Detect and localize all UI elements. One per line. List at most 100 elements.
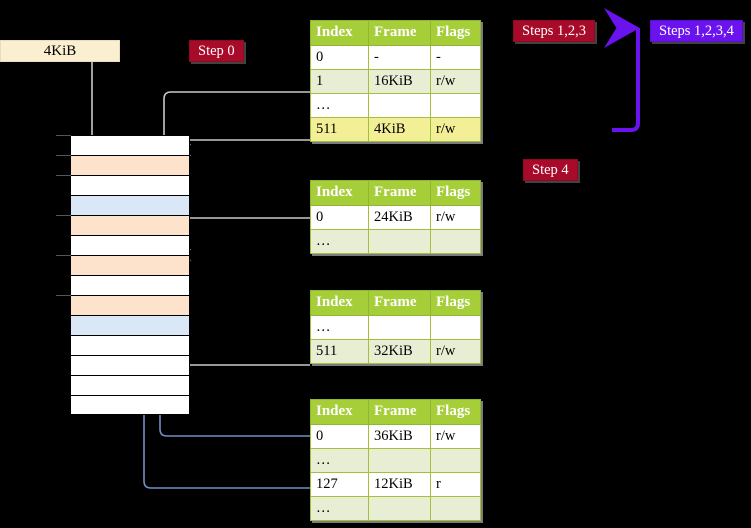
- cell-flags: r/w: [430, 204, 481, 230]
- table-row: 0--: [310, 44, 481, 70]
- cell-flags: [430, 93, 481, 119]
- column-header-frame: Frame: [368, 180, 431, 206]
- cell-index: 0: [310, 423, 369, 449]
- column-header-flags: Flags: [430, 399, 481, 425]
- cell-flags: [430, 447, 481, 474]
- cell-index: 511: [310, 117, 369, 143]
- cell-frame: [368, 93, 431, 119]
- cell-index: 0: [310, 44, 369, 70]
- wire-pt-row127: [132, 201, 310, 489]
- cell-frame: 32KiB: [368, 338, 431, 365]
- cell-index: 1: [310, 68, 369, 95]
- cell-frame: 24KiB: [368, 204, 431, 230]
- cell-index: 0: [310, 204, 369, 230]
- memory-frame-row: [56, 175, 190, 195]
- badge-steps-1-2-3-4: Steps 1,2,3,4: [650, 20, 743, 42]
- memory-frame-row: [70, 195, 190, 215]
- wire-steps-1234-bracket: [604, 8, 640, 132]
- cell-frame: 36KiB: [368, 423, 431, 449]
- memory-tick-mark: [56, 215, 71, 216]
- cell-frame: -: [368, 44, 431, 70]
- column-header-index: Index: [310, 290, 369, 316]
- wire-pd-row511: [168, 301, 310, 366]
- column-header-frame: Frame: [368, 290, 431, 316]
- column-header-flags: Flags: [430, 20, 481, 46]
- cell-frame: [368, 314, 431, 340]
- table-row: …: [310, 314, 481, 340]
- memory-tick-mark: [56, 135, 71, 136]
- cell-frame: 12KiB: [368, 472, 431, 498]
- cell-flags: r: [430, 472, 481, 498]
- table-row: …: [310, 228, 481, 255]
- physical-memory-column: [56, 135, 190, 415]
- cell-frame: 16KiB: [368, 68, 431, 95]
- memory-frame-row: [70, 315, 190, 335]
- memory-tick-mark: [56, 295, 71, 296]
- cell-index: …: [310, 447, 369, 474]
- memory-tick-mark: [56, 155, 71, 156]
- badge-steps-1-2-3: Steps 1,2,3: [513, 20, 596, 42]
- memory-frame-row: [70, 275, 190, 295]
- memory-frame-row: [70, 355, 190, 375]
- column-header-index: Index: [310, 20, 369, 46]
- cell-index: …: [310, 496, 369, 522]
- memory-tick-mark: [56, 255, 71, 256]
- table-row: …: [310, 496, 481, 522]
- cell-frame: [368, 228, 431, 255]
- cell-flags: [430, 314, 481, 340]
- cell-index: …: [310, 228, 369, 255]
- memory-frame-row: [56, 215, 190, 235]
- cell-index: …: [310, 314, 369, 340]
- cell-frame: 4KiB: [368, 117, 431, 143]
- table-row: …: [310, 447, 481, 474]
- frame-size-label: 4KiB: [0, 40, 120, 62]
- column-header-index: Index: [310, 399, 369, 425]
- badge-step-0: Step 0: [189, 40, 244, 62]
- cell-flags: [430, 228, 481, 255]
- cell-index: 127: [310, 472, 369, 498]
- wire-pdp-row0: [179, 217, 310, 262]
- cell-index: …: [310, 93, 369, 119]
- cell-flags: -: [430, 44, 481, 70]
- cell-frame: [368, 496, 431, 522]
- cell-flags: r/w: [430, 68, 481, 95]
- badge-step-4: Step 4: [523, 159, 578, 181]
- column-header-frame: Frame: [368, 399, 431, 425]
- cell-frame: [368, 447, 431, 474]
- cell-flags: r/w: [430, 423, 481, 449]
- cell-flags: r/w: [430, 117, 481, 143]
- table-row: …: [310, 93, 481, 119]
- memory-frame-row: [70, 375, 190, 395]
- column-header-frame: Frame: [368, 20, 431, 46]
- wire-pt-row0: [148, 323, 310, 437]
- memory-frame-row: [70, 235, 190, 255]
- memory-frame-row: [56, 155, 190, 175]
- wire-pml4-row1: [163, 91, 310, 212]
- memory-frame-row: [56, 135, 190, 155]
- column-header-flags: Flags: [430, 290, 481, 316]
- column-header-flags: Flags: [430, 180, 481, 206]
- wire-pml4-row511: [179, 139, 310, 157]
- memory-frame-row: [70, 395, 190, 415]
- column-header-index: Index: [310, 180, 369, 206]
- memory-frame-row: [56, 295, 190, 315]
- cell-index: 511: [310, 338, 369, 365]
- memory-tick-mark: [56, 175, 71, 176]
- cell-flags: r/w: [430, 338, 481, 365]
- cell-flags: [430, 496, 481, 522]
- memory-frame-row: [56, 255, 190, 275]
